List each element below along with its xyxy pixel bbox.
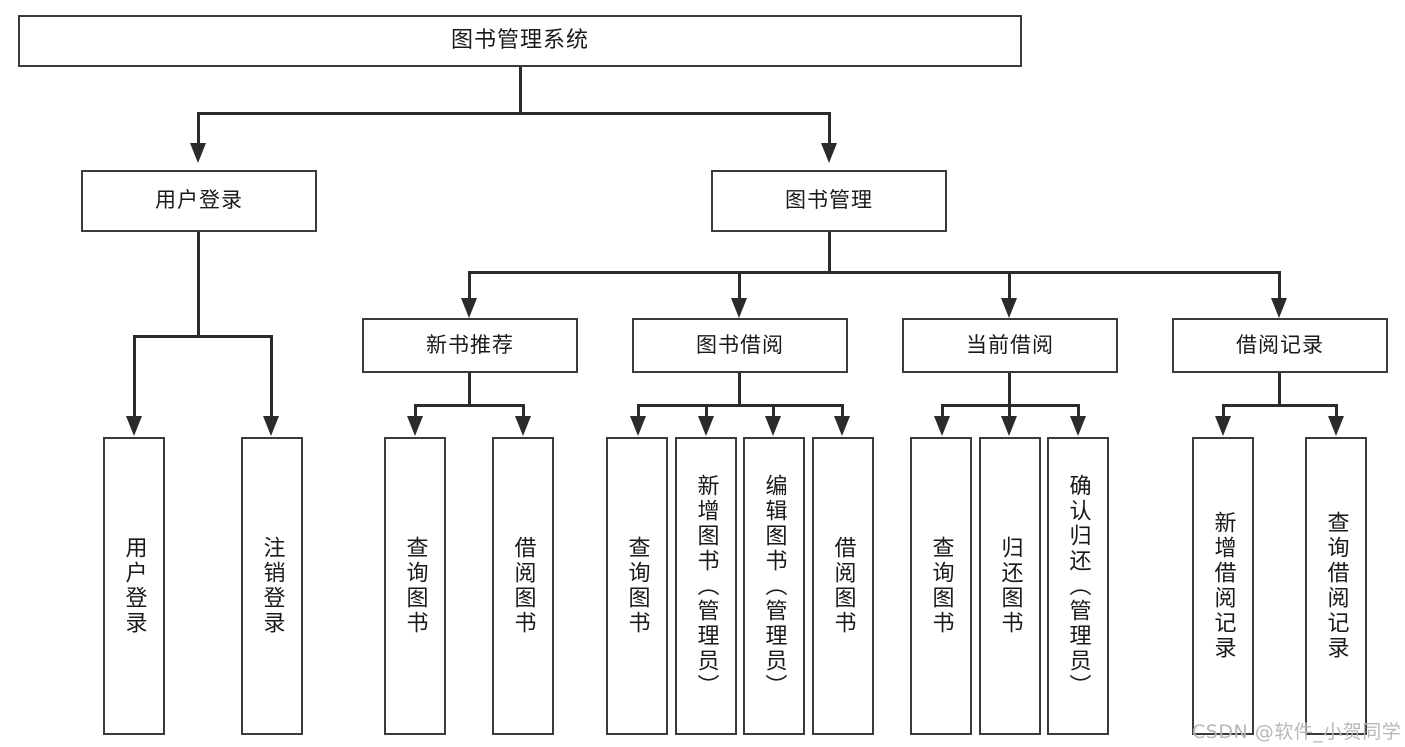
node-label: 当前借阅 xyxy=(966,332,1054,357)
arrow-book-borrow-leaf-4 xyxy=(834,416,850,436)
arrow-root-to-book-management xyxy=(821,143,837,163)
connector-new-book-bus xyxy=(414,404,525,407)
connector-bm-to-new-book xyxy=(468,271,471,299)
connector-new-book-stem xyxy=(468,373,471,404)
arrow-borrow-record-leaf-1 xyxy=(1215,416,1231,436)
connector-book-borrow-leaf-1 xyxy=(637,404,640,418)
arrow-bm-to-new-book xyxy=(461,298,477,318)
node-label: 查询图书 xyxy=(928,536,954,636)
connector-user-login-bus xyxy=(133,335,273,338)
connector-borrow-record-stem xyxy=(1278,373,1281,404)
node-user-login[interactable]: 用户登录 xyxy=(81,170,317,232)
connector-bm-to-borrow-record xyxy=(1278,271,1281,299)
node-label: 新增借阅记录 xyxy=(1210,511,1236,661)
leaf-book-borrow-add-book-admin[interactable]: 新增图书（管理员） xyxy=(675,437,737,735)
leaf-current-borrow-return-book[interactable]: 归还图书 xyxy=(979,437,1041,735)
connector-book-borrow-leaf-2 xyxy=(705,404,708,418)
connector-bm-to-current-borrow xyxy=(1008,271,1011,299)
leaf-new-book-borrow-book[interactable]: 借阅图书 xyxy=(492,437,554,735)
leaf-book-borrow-borrow-book[interactable]: 借阅图书 xyxy=(812,437,874,735)
leaf-logout[interactable]: 注销登录 xyxy=(241,437,303,735)
connector-borrow-record-leaf-1 xyxy=(1222,404,1225,418)
connector-borrow-record-leaf-2 xyxy=(1335,404,1338,418)
connector-new-book-leaf-1 xyxy=(414,404,417,418)
node-label: 编辑图书（管理员） xyxy=(761,473,787,699)
arrow-user-login-leaf-2 xyxy=(263,416,279,436)
connector-current-borrow-stem xyxy=(1008,373,1011,404)
arrow-book-borrow-leaf-2 xyxy=(698,416,714,436)
connector-root-stem xyxy=(519,67,522,112)
arrow-book-borrow-leaf-3 xyxy=(765,416,781,436)
arrow-bm-to-book-borrow xyxy=(731,298,747,318)
connector-book-management-stem xyxy=(828,232,831,271)
node-current-borrowing[interactable]: 当前借阅 xyxy=(902,318,1118,373)
node-label: 图书借阅 xyxy=(696,332,784,357)
arrow-new-book-leaf-1 xyxy=(407,416,423,436)
connector-current-borrow-leaf-1 xyxy=(941,404,944,418)
connector-book-borrow-stem xyxy=(738,373,741,404)
node-root-book-management-system[interactable]: 图书管理系统 xyxy=(18,15,1022,67)
node-label: 用户登录 xyxy=(121,536,147,636)
node-label: 确认归还（管理员） xyxy=(1065,473,1091,699)
leaf-user-login[interactable]: 用户登录 xyxy=(103,437,165,735)
node-label: 借阅图书 xyxy=(830,536,856,636)
connector-bm-to-book-borrow xyxy=(738,271,741,299)
connector-book-borrow-bus xyxy=(637,404,844,407)
arrow-current-borrow-leaf-2 xyxy=(1001,416,1017,436)
node-label: 查询借阅记录 xyxy=(1323,511,1349,661)
connector-new-book-leaf-2 xyxy=(522,404,525,418)
connector-current-borrow-leaf-2 xyxy=(1008,404,1011,418)
arrow-current-borrow-leaf-3 xyxy=(1070,416,1086,436)
connector-root-to-book-management xyxy=(828,112,831,144)
node-label: 新增图书（管理员） xyxy=(693,473,719,699)
node-book-borrowing[interactable]: 图书借阅 xyxy=(632,318,848,373)
connector-current-borrow-leaf-3 xyxy=(1077,404,1080,418)
arrow-bm-to-current-borrow xyxy=(1001,298,1017,318)
node-label: 借阅图书 xyxy=(510,536,536,636)
leaf-book-borrow-query-book[interactable]: 查询图书 xyxy=(606,437,668,735)
arrow-current-borrow-leaf-1 xyxy=(934,416,950,436)
arrow-user-login-leaf-1 xyxy=(126,416,142,436)
node-new-book-recommendation[interactable]: 新书推荐 xyxy=(362,318,578,373)
node-label: 图书管理 xyxy=(785,188,873,213)
node-borrowing-record[interactable]: 借阅记录 xyxy=(1172,318,1388,373)
connector-user-login-leaf-2 xyxy=(270,335,273,417)
node-label: 借阅记录 xyxy=(1236,332,1324,357)
arrow-bm-to-borrow-record xyxy=(1271,298,1287,318)
node-label: 图书管理系统 xyxy=(450,27,589,53)
node-label: 新书推荐 xyxy=(426,332,514,357)
connector-root-bus xyxy=(197,112,831,115)
node-book-management[interactable]: 图书管理 xyxy=(711,170,947,232)
arrow-borrow-record-leaf-2 xyxy=(1328,416,1344,436)
connector-book-borrow-leaf-3 xyxy=(772,404,775,418)
leaf-new-book-query-book[interactable]: 查询图书 xyxy=(384,437,446,735)
connector-user-login-stem xyxy=(197,232,200,335)
connector-borrow-record-bus xyxy=(1222,404,1338,407)
leaf-current-borrow-query-book[interactable]: 查询图书 xyxy=(910,437,972,735)
node-label: 查询图书 xyxy=(402,536,428,636)
connector-user-login-leaf-1 xyxy=(133,335,136,417)
leaf-borrow-record-query-record[interactable]: 查询借阅记录 xyxy=(1305,437,1367,735)
leaf-borrow-record-add-record[interactable]: 新增借阅记录 xyxy=(1192,437,1254,735)
node-label: 查询图书 xyxy=(624,536,650,636)
node-label: 归还图书 xyxy=(997,536,1023,636)
arrow-root-to-user-login xyxy=(190,143,206,163)
connector-book-borrow-leaf-4 xyxy=(841,404,844,418)
connector-book-management-bus xyxy=(468,271,1280,274)
leaf-book-borrow-edit-book-admin[interactable]: 编辑图书（管理员） xyxy=(743,437,805,735)
connector-root-to-user-login xyxy=(197,112,200,144)
node-label: 用户登录 xyxy=(155,188,243,213)
node-label: 注销登录 xyxy=(259,536,285,636)
arrow-new-book-leaf-2 xyxy=(515,416,531,436)
arrow-book-borrow-leaf-1 xyxy=(630,416,646,436)
leaf-current-borrow-confirm-return-admin[interactable]: 确认归还（管理员） xyxy=(1047,437,1109,735)
